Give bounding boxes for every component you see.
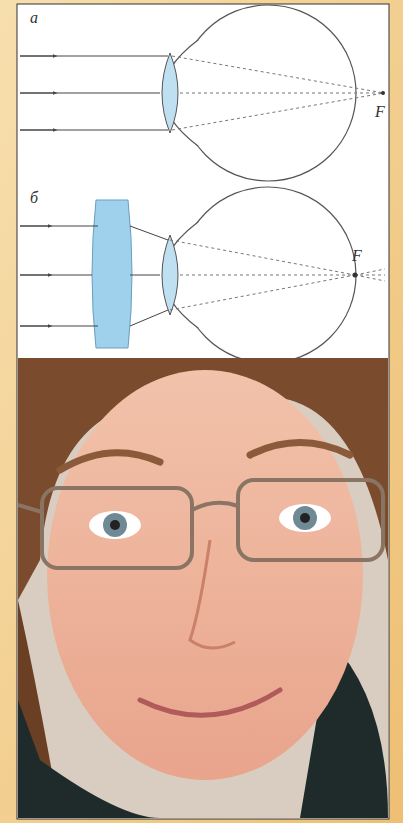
eye-b	[20, 187, 385, 363]
panel	[17, 4, 389, 819]
focus-label: F	[352, 248, 362, 264]
figure-letter: а	[30, 10, 38, 26]
portrait-photo	[18, 358, 388, 818]
figure-letter: б	[30, 190, 38, 206]
eye-a	[20, 5, 385, 181]
focus-label: F	[375, 104, 385, 120]
